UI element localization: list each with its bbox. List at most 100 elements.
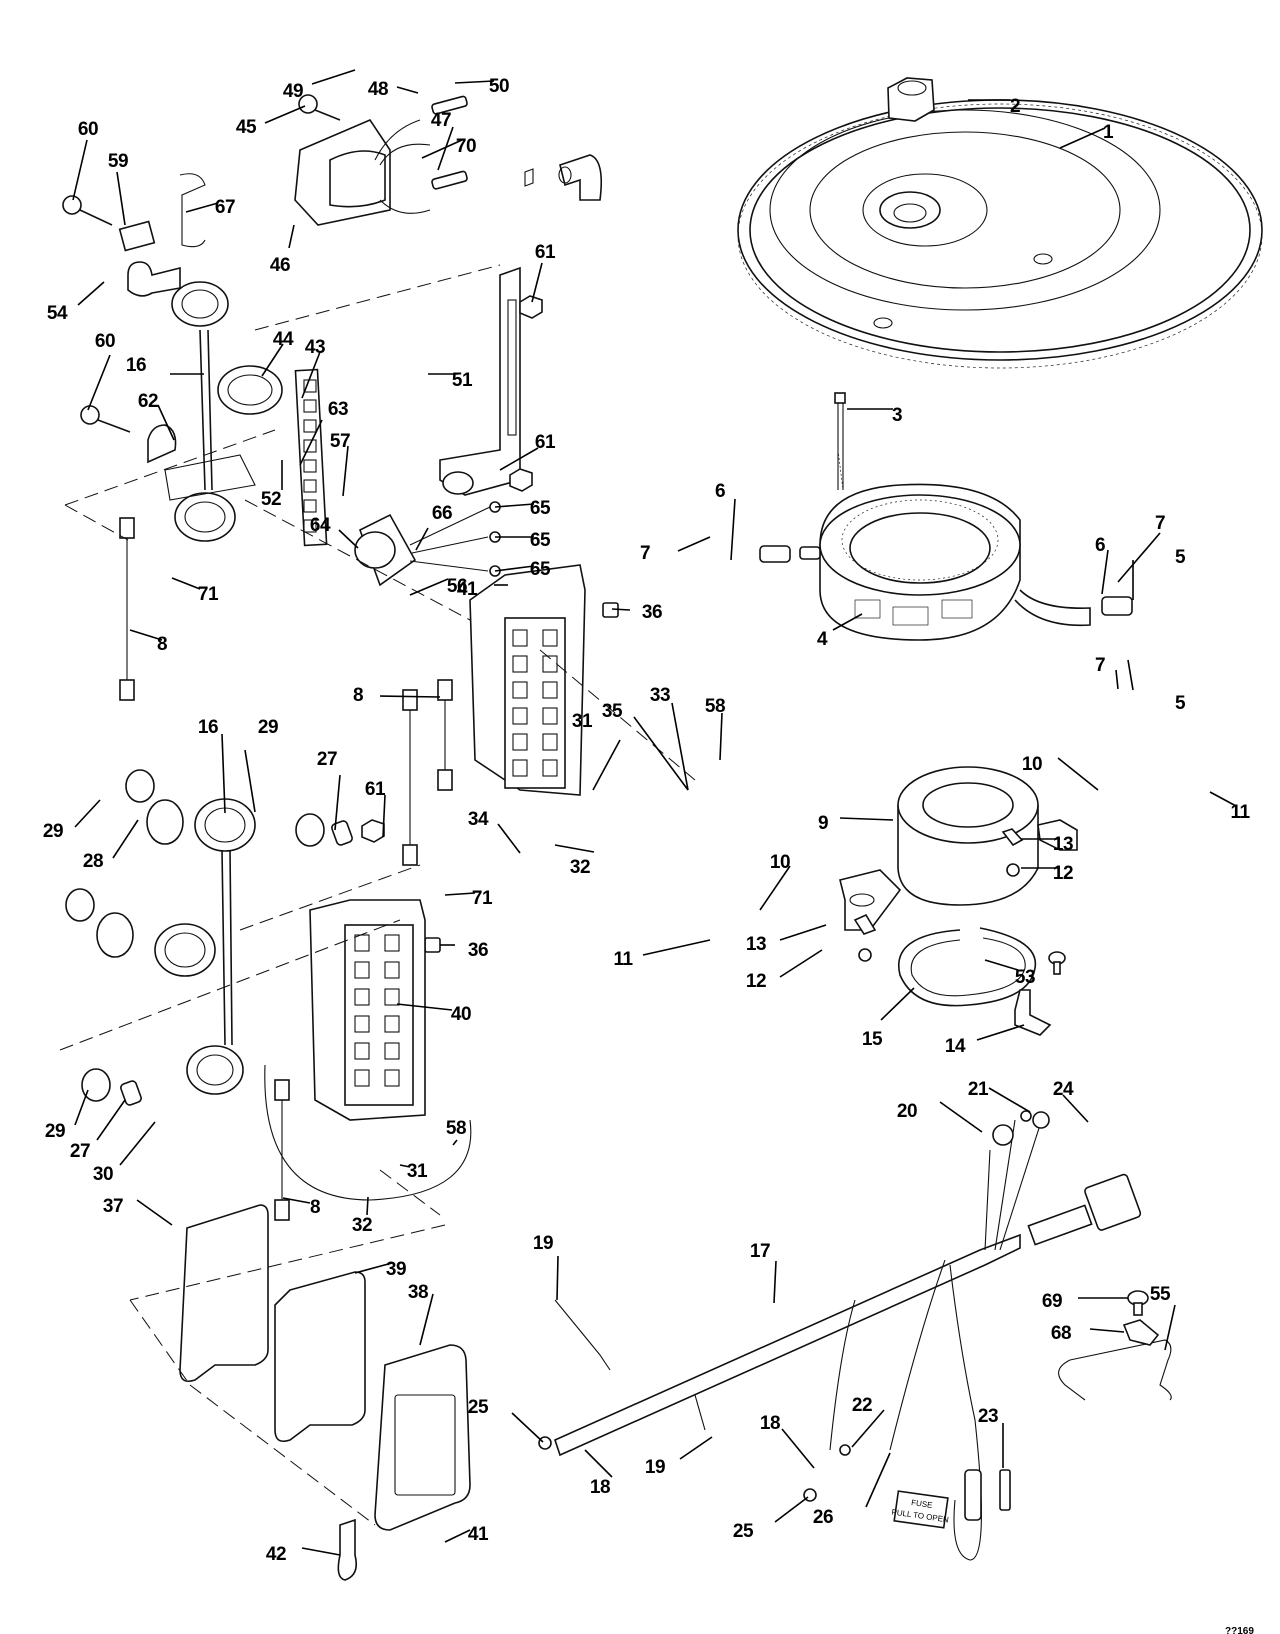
- leader-line: [671, 702, 689, 791]
- callout-number: 37: [103, 1196, 123, 1217]
- gasket-39: [274, 1271, 366, 1443]
- callout-ground-lead: 8: [282, 1197, 321, 1218]
- callout-terminal: 50: [454, 76, 510, 97]
- callout-number: 46: [270, 255, 290, 276]
- retainer-13: [853, 828, 1024, 935]
- callout-spacer: 27: [70, 1099, 126, 1162]
- callout-coil-bracket: 51: [428, 370, 473, 391]
- clip-14: [1014, 989, 1052, 1036]
- callout-number: 41: [468, 1524, 489, 1545]
- leader-line: [72, 139, 88, 201]
- callout-number: 13: [1053, 834, 1073, 855]
- leader-line: [939, 1101, 983, 1133]
- callout-number: 31: [572, 711, 593, 732]
- callout-number: 62: [138, 391, 158, 412]
- callout-number: 3: [892, 405, 902, 426]
- ignition-coil: [294, 95, 468, 226]
- leader-line: [454, 80, 495, 84]
- coil-bracket-lower: [154, 798, 256, 1095]
- callout-number: 25: [468, 1397, 489, 1418]
- callouts-layer: 1234556677788891010111112121313141516161…: [43, 69, 1251, 1565]
- callout-cable-harness: 17: [750, 1241, 777, 1304]
- leader-line: [311, 69, 356, 85]
- leader-line: [77, 281, 105, 306]
- callout-bracket-and-coil: 16: [198, 717, 226, 814]
- nut-61: [361, 295, 543, 843]
- callout-number: 49: [283, 81, 303, 102]
- callout-screw: 12: [746, 949, 823, 992]
- callout-number: 33: [650, 685, 670, 706]
- callout-number: 59: [108, 151, 128, 172]
- power-pack-cover-38: [374, 1344, 471, 1531]
- callout-number: 8: [353, 685, 363, 706]
- callout-screw: 43: [301, 337, 326, 399]
- callout-number: 47: [431, 110, 451, 131]
- callout-number: 15: [862, 1029, 883, 1050]
- leader-line: [988, 1087, 1031, 1113]
- leader-line: [396, 1003, 453, 1011]
- callout-screw: 57: [330, 431, 351, 497]
- callout-number: 10: [1022, 754, 1042, 775]
- callout-terminal: 11: [1209, 791, 1251, 823]
- flywheel-nut: [887, 77, 935, 122]
- callout-number: 43: [305, 337, 325, 358]
- callout-number: 69: [1042, 1291, 1062, 1312]
- callout-washer: 29: [43, 799, 101, 842]
- leader-line: [301, 351, 321, 399]
- callout-number: 56: [447, 576, 467, 597]
- leader-line: [592, 739, 621, 791]
- stator: [759, 483, 1133, 641]
- leader-line: [244, 749, 256, 813]
- leader-line: [531, 262, 543, 303]
- callout-screw: 31: [399, 1161, 428, 1182]
- callout-number: 70: [456, 136, 476, 157]
- leader-line: [851, 1409, 885, 1448]
- screw-53: [1048, 951, 1066, 975]
- callout-grommet: 64: [310, 515, 359, 549]
- leader-line: [185, 202, 219, 213]
- callout-number: 57: [330, 431, 350, 452]
- callout-number: 67: [215, 197, 235, 218]
- leader-line: [511, 1412, 544, 1443]
- callout-number: 45: [236, 117, 257, 138]
- callout-screw: 69: [1042, 1291, 1128, 1312]
- leader-line: [730, 498, 736, 561]
- leader-line: [642, 939, 711, 956]
- callout-clamp-wire: 67: [185, 197, 236, 218]
- leader-line: [1089, 1328, 1125, 1333]
- callout-terminal: 65: [494, 559, 551, 580]
- callout-number: 44: [273, 329, 294, 350]
- callout-clamp: 54: [47, 281, 105, 324]
- leader-line: [1062, 1094, 1089, 1123]
- callout-number: 71: [472, 888, 493, 909]
- leader-line: [1057, 757, 1099, 791]
- callout-clip: 68: [1051, 1323, 1125, 1344]
- leader-line: [1164, 1304, 1176, 1351]
- callout-number: 51: [452, 370, 473, 391]
- callout-number: 16: [126, 355, 146, 376]
- callout-number: 22: [852, 1395, 872, 1416]
- fuse-label: FUSE PULL TO OPEN: [891, 1490, 950, 1529]
- leader-line: [112, 819, 139, 859]
- callout-terminal-block: 35: [602, 701, 689, 791]
- leader-line: [338, 529, 359, 549]
- callout-clamp: 62: [138, 391, 175, 441]
- callout-number: 13: [746, 934, 766, 955]
- callout-nut: 61: [531, 242, 556, 303]
- callout-number: 71: [198, 584, 219, 605]
- callout-ground-lead: 8: [129, 629, 168, 655]
- screw-69: [1127, 1290, 1149, 1316]
- leader-line: [171, 577, 201, 590]
- spacer-27: [120, 820, 353, 1106]
- leader-line: [773, 1260, 777, 1304]
- callout-number: 1: [1103, 122, 1114, 143]
- callout-terminal: 5: [1132, 547, 1186, 600]
- leader-line: [382, 794, 386, 838]
- leader-line: [409, 578, 449, 596]
- power-pack-upper: [469, 564, 586, 796]
- washer-29: [65, 769, 325, 1102]
- callout-number: 14: [945, 1036, 966, 1057]
- callout-number: 27: [70, 1141, 90, 1162]
- leader-line: [679, 1436, 713, 1460]
